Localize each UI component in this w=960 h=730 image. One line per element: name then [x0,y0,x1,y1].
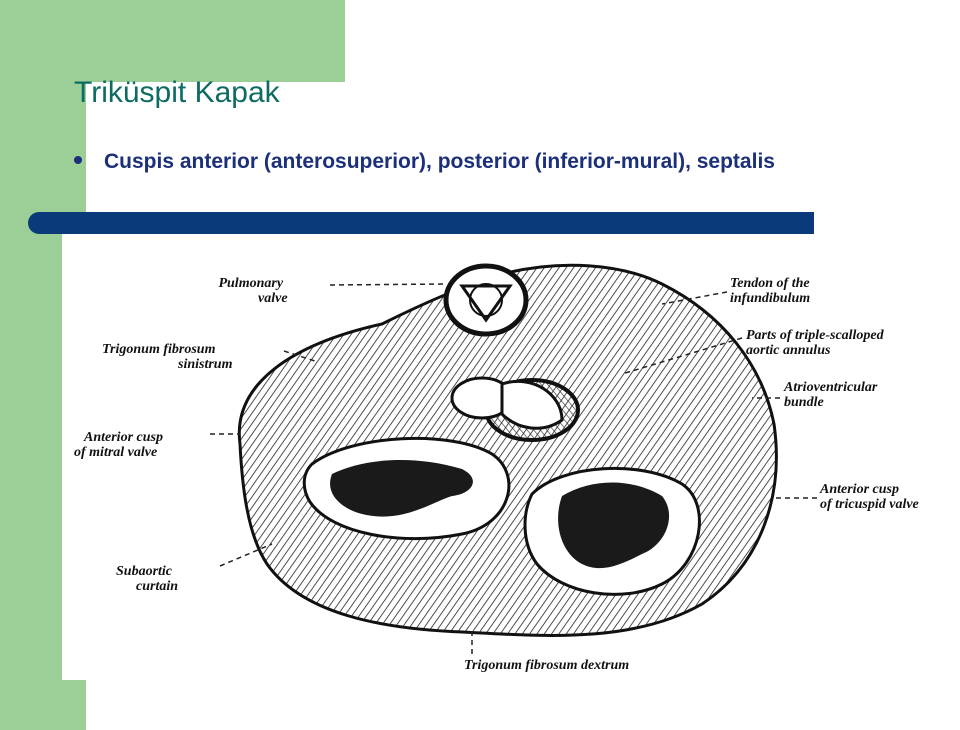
divider-bar [28,212,814,234]
bullet-text: Cuspis anterior (anterosuperior), poster… [104,150,775,173]
heart-valve-illustration: Pulmonary valve Trigonum fibrosum sinist… [62,234,960,680]
label-av-bundle: Atrioventricular bundle [784,380,877,410]
label-line: Anterior cusp [84,430,163,445]
label-trigonum-sinistrum: Trigonum fibrosum sinistrum [102,342,232,372]
label-trigonum-dextrum: Trigonum fibrosum dextrum [464,658,629,673]
label-line: valve [258,291,288,306]
label-line: Trigonum fibrosum dextrum [464,658,630,673]
tricuspid-cusp-shadow [558,482,670,569]
label-line: sinistrum [178,357,233,372]
label-anterior-mitral-cusp: Anterior cusp of mitral valve [74,430,163,460]
heart-base-drawing [210,263,817,654]
pulmonary-valve-cusps [459,284,513,323]
label-line: Trigonum fibrosum [102,342,216,357]
label-line: Anterior cusp [820,482,899,497]
label-line: Tendon of the [730,276,810,291]
label-line: of mitral valve [74,445,158,460]
label-line: curtain [136,579,179,594]
label-line: Pulmonary [218,276,284,291]
label-line: aortic annulus [746,343,831,358]
label-line: Subaortic [116,564,173,579]
label-line: Parts of triple-scalloped [746,328,884,343]
label-pulmonary-valve: Pulmonary valve [214,276,288,306]
label-line: bundle [784,395,824,410]
decorative-green-header-block [0,0,345,82]
label-tendon-infundibulum: Tendon of the infundibulum [730,276,810,306]
bullet-dot-icon [74,156,82,165]
slide-title: Triküspit Kapak [74,76,280,109]
mitral-cusp-shadow [330,459,473,517]
label-line: infundibulum [730,291,811,306]
label-line: Atrioventricular [784,380,878,395]
label-aortic-annulus: Parts of triple-scalloped aortic annulus [746,328,884,358]
label-line: of tricuspid valve [820,497,919,512]
label-anterior-tricuspid-cusp: Anterior cusp of tricuspid valve [820,482,919,512]
bullet-item: Cuspis anterior (anterosuperior), poster… [74,150,775,174]
label-subaortic-curtain: Subaortic curtain [116,564,178,594]
